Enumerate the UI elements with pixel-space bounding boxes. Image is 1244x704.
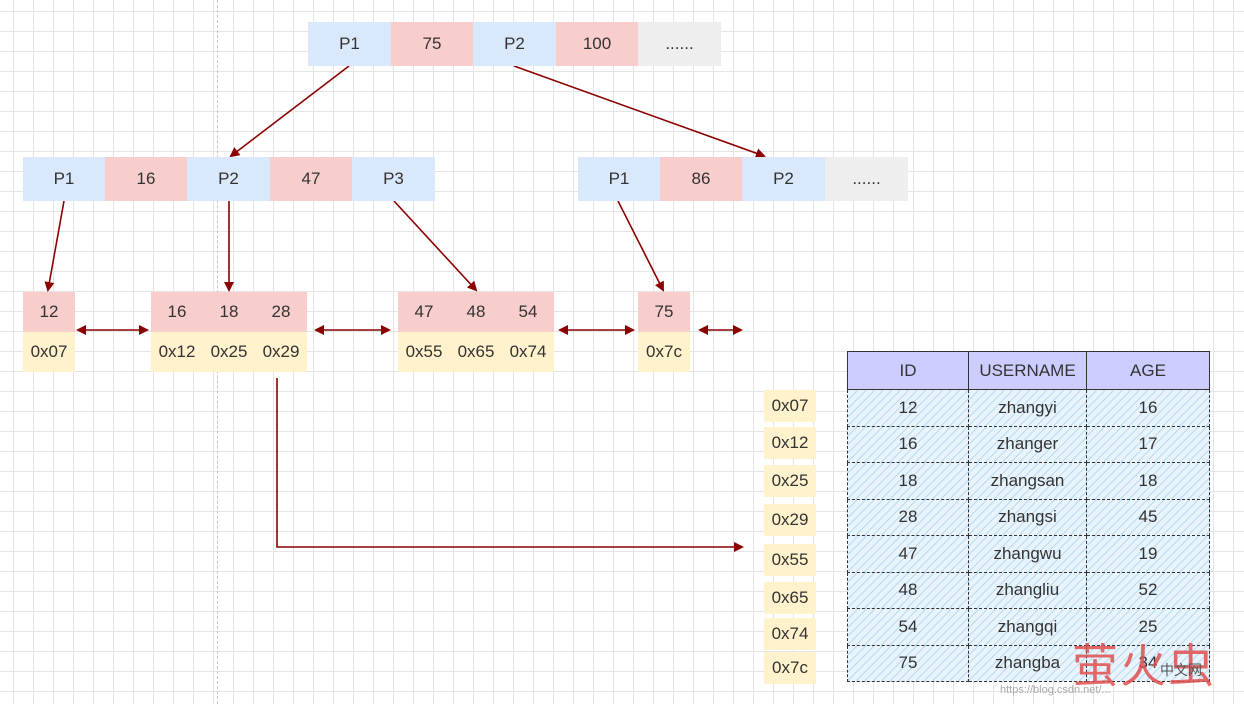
cell-username: zhangliu <box>968 571 1087 609</box>
leaf-key: 12 <box>23 292 75 332</box>
user-table: ID USERNAME AGE 12 zhangyi 16 16 zhanger… <box>847 351 1210 682</box>
root-pointer-p2: P2 <box>473 22 556 66</box>
key-cell: 47 <box>270 157 352 201</box>
root-node: P1 75 P2 100 ...... <box>308 22 721 66</box>
cell-age: 18 <box>1086 462 1210 500</box>
column-header-username: USERNAME <box>968 351 1087 390</box>
row-address: 0x7c <box>764 652 816 684</box>
cell-id: 47 <box>847 535 969 573</box>
pointer-p2: P2 <box>187 157 270 201</box>
cell-username: zhangsan <box>968 462 1087 500</box>
row-address: 0x07 <box>764 390 816 422</box>
cell-username: zhangqi <box>968 608 1087 646</box>
leaf-key: 28 <box>255 292 307 332</box>
cell-username: zhangba <box>968 644 1087 682</box>
row-address: 0x29 <box>764 504 816 536</box>
cell-age: 16 <box>1086 389 1210 427</box>
lookup-arrow <box>276 378 744 552</box>
root-pointer-p1: P1 <box>308 22 391 66</box>
blog-url-watermark: https://blog.csdn.net/... <box>1000 684 1111 696</box>
cell-age: 19 <box>1086 535 1210 573</box>
pointer-p1: P1 <box>23 157 105 201</box>
column-header-id: ID <box>847 351 969 390</box>
leaf-address: 0x25 <box>203 332 255 372</box>
root-ellipsis: ...... <box>638 22 721 66</box>
root-key: 100 <box>556 22 638 66</box>
column-header-age: AGE <box>1086 351 1210 390</box>
cell-age: 45 <box>1086 498 1210 536</box>
leaf-node-2: 16 18 28 0x12 0x25 0x29 <box>151 292 307 372</box>
site-watermark: 萤火虫 <box>1072 639 1216 693</box>
row-address: 0x25 <box>764 465 816 497</box>
cell-username: zhangwu <box>968 535 1087 573</box>
table-row: 12 zhangyi 16 <box>847 389 1210 427</box>
arrow-l2-p3 <box>393 200 478 292</box>
leaf-address: 0x74 <box>502 332 554 372</box>
cell-age: 52 <box>1086 571 1210 609</box>
pointer-p1: P1 <box>578 157 660 201</box>
leaf-key: 18 <box>203 292 255 332</box>
row-address: 0x74 <box>764 618 816 650</box>
cell-username: zhangyi <box>968 389 1087 427</box>
cell-age: 17 <box>1086 425 1210 463</box>
site-watermark-small: 中文网 <box>1160 663 1202 679</box>
pointer-p2: P2 <box>742 157 825 201</box>
table-row: 28 zhangsi 45 <box>847 498 1210 536</box>
cell-id: 54 <box>847 608 969 646</box>
cell-id: 48 <box>847 571 969 609</box>
internal-node-left: P1 16 P2 47 P3 <box>23 157 435 201</box>
cell-age: 25 <box>1086 608 1210 646</box>
leaf-key: 54 <box>502 292 554 332</box>
arrow-r2-p1 <box>617 200 664 292</box>
key-cell: 86 <box>660 157 742 201</box>
row-address: 0x65 <box>764 582 816 614</box>
row-address: 0x55 <box>764 544 816 576</box>
arrow-root-p2 <box>513 65 766 158</box>
cell-id: 16 <box>847 425 969 463</box>
table-row: 16 zhanger 17 <box>847 425 1210 463</box>
leaf-key: 47 <box>398 292 450 332</box>
table-row: 75 zhangba 34 <box>847 644 1210 682</box>
arrow-root-p1 <box>229 65 350 158</box>
root-key: 75 <box>391 22 473 66</box>
leaf-key: 48 <box>450 292 502 332</box>
arrow-l2-p1 <box>44 200 65 292</box>
cell-username: zhangsi <box>968 498 1087 536</box>
cell-username: zhanger <box>968 425 1087 463</box>
table-header-row: ID USERNAME AGE <box>847 351 1210 390</box>
leaf-node-1: 12 0x07 <box>23 292 75 372</box>
cell-id: 75 <box>847 644 969 682</box>
leaf-address: 0x7c <box>638 332 690 372</box>
leaf-address: 0x65 <box>450 332 502 372</box>
pointer-p3: P3 <box>352 157 435 201</box>
leaf-address: 0x55 <box>398 332 450 372</box>
cell-age: 34 <box>1086 644 1210 682</box>
cell-id: 28 <box>847 498 969 536</box>
leaf-node-4: 75 0x7c <box>638 292 690 372</box>
leaf-node-3: 47 48 54 0x55 0x65 0x74 <box>398 292 554 372</box>
row-address: 0x12 <box>764 427 816 459</box>
table-row: 48 zhangliu 52 <box>847 571 1210 609</box>
cell-id: 18 <box>847 462 969 500</box>
table-row: 47 zhangwu 19 <box>847 535 1210 573</box>
internal-node-right: P1 86 P2 ...... <box>578 157 908 201</box>
leaf-address: 0x12 <box>151 332 203 372</box>
leaf-address: 0x29 <box>255 332 307 372</box>
ellipsis-cell: ...... <box>825 157 908 201</box>
cell-id: 12 <box>847 389 969 427</box>
key-cell: 16 <box>105 157 187 201</box>
leaf-address: 0x07 <box>23 332 75 372</box>
leaf-key: 75 <box>638 292 690 332</box>
leaf-key: 16 <box>151 292 203 332</box>
table-row: 18 zhangsan 18 <box>847 462 1210 500</box>
